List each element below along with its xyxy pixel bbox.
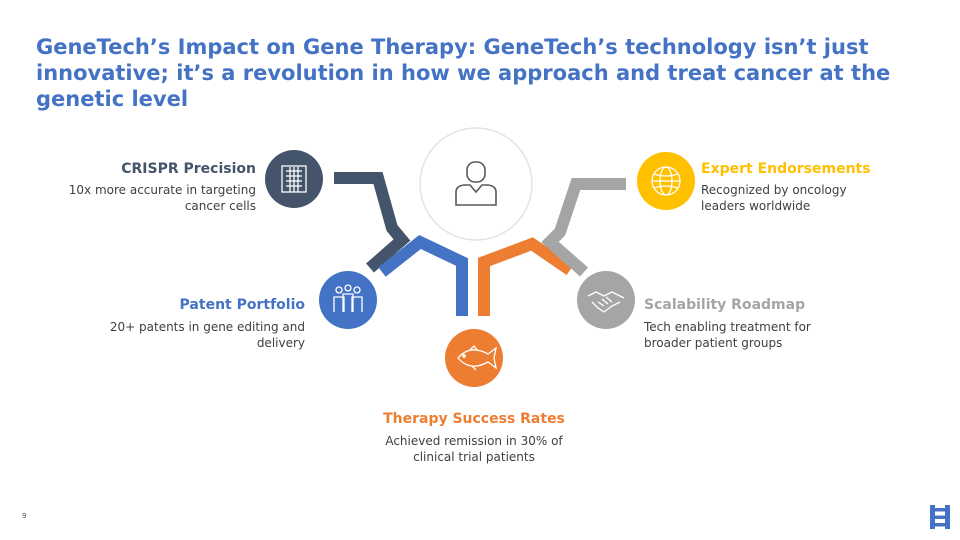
node-crispr: [265, 150, 323, 208]
endorsements-title: Expert Endorsements: [701, 161, 871, 177]
slide-title: GeneTech’s Impact on Gene Therapy: GeneT…: [36, 35, 891, 111]
connector-therapy: [478, 237, 574, 316]
patent-desc: 20+ patents in gene editing and delivery: [109, 320, 305, 350]
crispr-desc: 10x more accurate in targeting cancer ce…: [68, 183, 256, 213]
center-hub: [419, 127, 533, 241]
globe-icon: [651, 166, 681, 196]
node-patent: [319, 271, 377, 329]
therapy-title: Therapy Success Rates: [383, 411, 565, 427]
person-icon: [455, 161, 497, 206]
building-icon: [281, 165, 307, 193]
connector-crispr: [334, 172, 411, 273]
patent-title: Patent Portfolio: [179, 297, 305, 313]
node-scalability: [577, 271, 635, 329]
node-endorsements: [637, 152, 695, 210]
fish-icon: [457, 345, 497, 371]
team-icon: [333, 284, 363, 312]
scalability-title: Scalability Roadmap: [644, 297, 806, 313]
scalability-desc: Tech enabling treatment for broader pati…: [644, 320, 811, 350]
handshake-icon: [587, 291, 625, 313]
node-therapy: [445, 329, 503, 387]
endorsements-desc: Recognized by oncology leaders worldwide: [701, 183, 847, 213]
connector-scalability: [541, 178, 626, 277]
crispr-title: CRISPR Precision: [121, 161, 256, 177]
therapy-desc: Achieved remission in 30% of clinical tr…: [385, 434, 563, 464]
page-number: 9: [22, 512, 27, 520]
connector-patent: [378, 234, 468, 316]
company-logo: [930, 505, 950, 529]
